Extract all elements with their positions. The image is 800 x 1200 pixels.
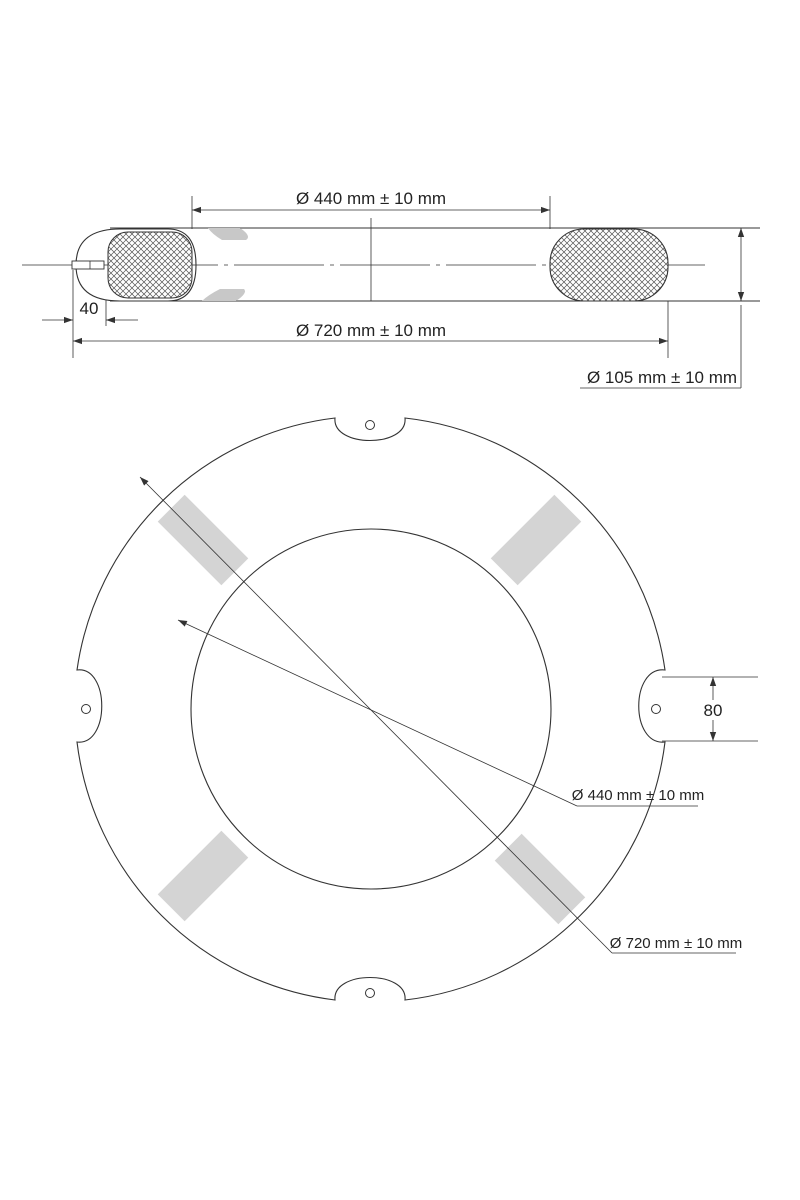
notch-height-label: 80 [704, 701, 723, 720]
inner-ring-outline [190, 528, 552, 890]
stitching-tab [71, 260, 105, 270]
notch-hole-bottom [365, 988, 375, 998]
top-view: Ø 720 mm ± 10 mm Ø 440 mm ± 10 mm 80 [76, 417, 758, 1001]
top-inner-diameter-label: Ø 440 mm ± 10 mm [572, 787, 704, 804]
reflective-stripe-top-right [490, 494, 582, 586]
reflective-stripe-bottom-left [157, 830, 249, 922]
notch-hole-right [651, 704, 661, 714]
notch-hole-left [81, 704, 91, 714]
right-cross-section-foam [549, 228, 669, 302]
outer-ring-outline [76, 417, 666, 1001]
inner-diameter-leader [177, 619, 578, 807]
side-view: Ø 440 mm ± 10 mm Ø 105 mm ± 10 mm 40 Ø 7… [22, 189, 760, 389]
left-cross-section-foam [107, 231, 193, 299]
reflective-stripe-bottom-right [494, 833, 586, 925]
tube-shading-top [208, 228, 248, 240]
left-cross-section-outline [75, 228, 197, 302]
tube-shading-bottom [202, 289, 245, 301]
outer-diameter-leader [139, 476, 613, 954]
side-outer-diameter-label: Ø 720 mm ± 10 mm [296, 321, 446, 340]
thickness-label: Ø 105 mm ± 10 mm [587, 368, 737, 387]
top-outer-diameter-label: Ø 720 mm ± 10 mm [610, 935, 742, 952]
edge-offset-label: 40 [80, 299, 99, 318]
side-inner-diameter-label: Ø 440 mm ± 10 mm [296, 189, 446, 208]
notch-hole-top [365, 420, 375, 430]
